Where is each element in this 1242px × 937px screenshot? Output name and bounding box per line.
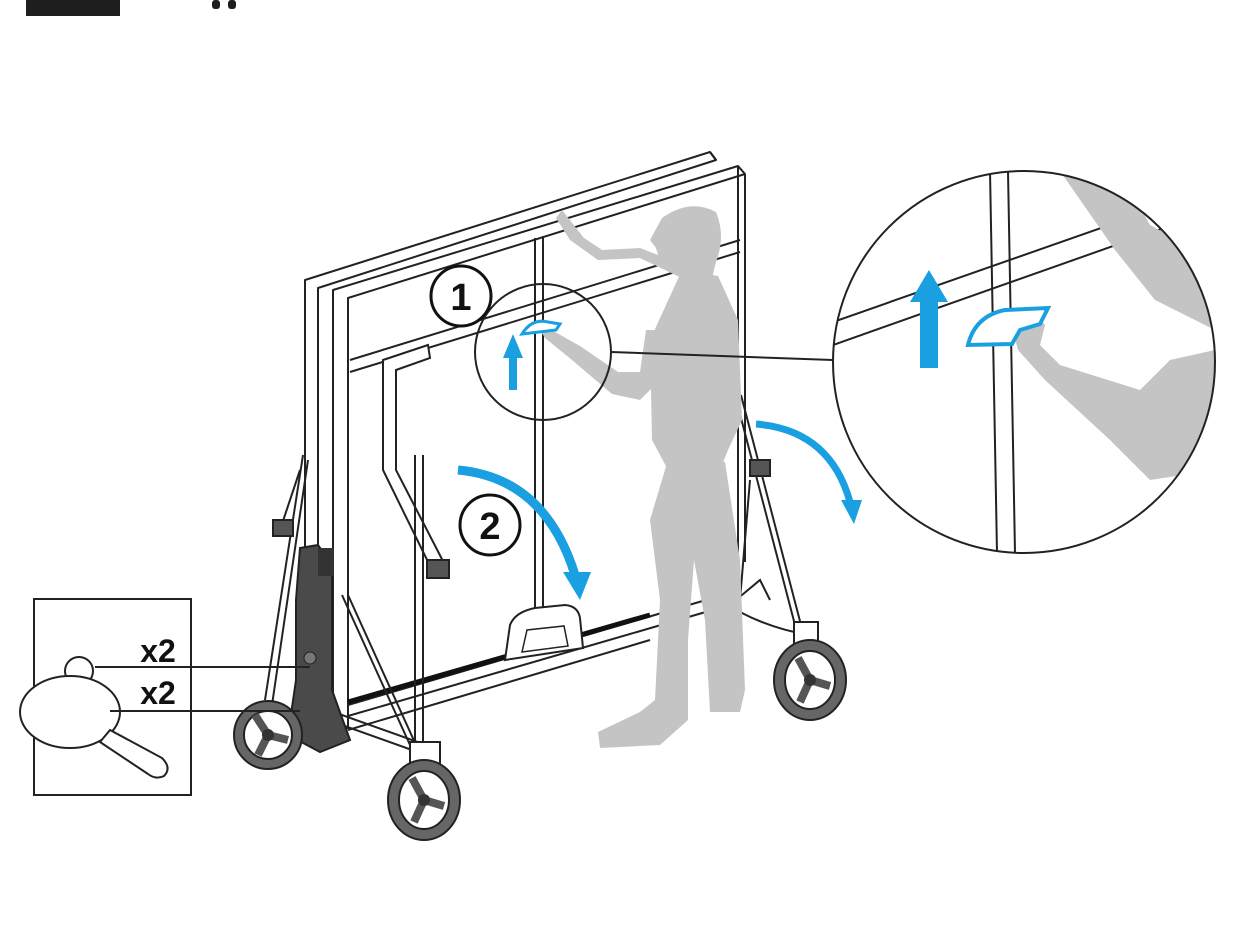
table-edge [347,612,651,705]
up-arrow-icon [503,334,523,390]
latch-small [519,319,563,336]
curved-arrow-icon-right [755,420,862,524]
latch-large [965,305,1052,348]
bats-quantity: x2 [140,675,176,711]
wheel-left-back [233,700,303,770]
person-silhouette [540,206,745,748]
step-2-circle [458,493,522,557]
header-tab [26,0,120,16]
folded-leg [382,343,450,745]
step-2-label: 2 [479,506,500,548]
balls-quantity: x2 [140,633,176,669]
wheel-right [773,621,847,721]
step-1-label: 1 [450,277,471,319]
wheel-left-front [387,741,461,841]
bat-icon [19,675,169,779]
detail-circle-large [833,171,1215,553]
right-leg-frame [734,394,809,636]
quote-mark [212,0,236,9]
step-1-circle [429,264,493,328]
leader-line [610,351,834,361]
up-arrow-icon-large [910,270,948,368]
curved-arrow-icon [457,465,591,600]
